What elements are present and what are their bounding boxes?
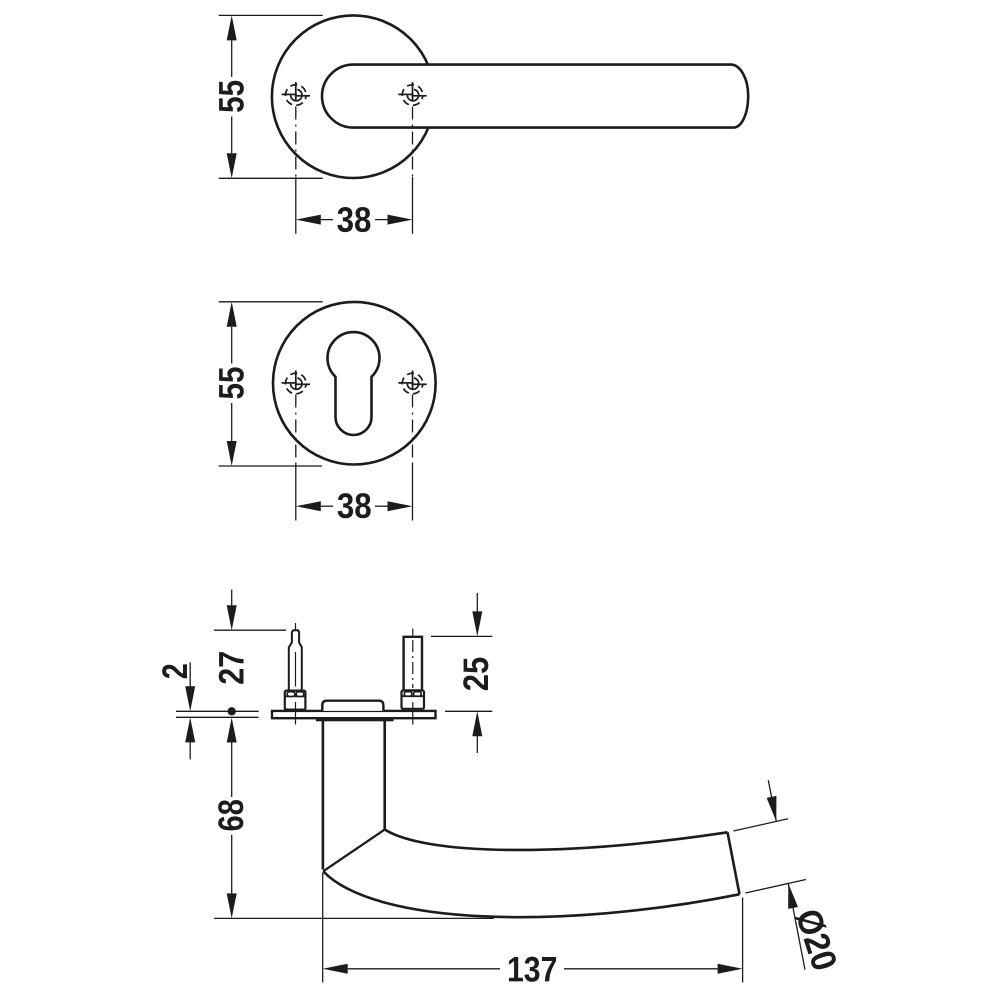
- svg-text:25: 25: [456, 657, 496, 692]
- svg-text:27: 27: [212, 651, 252, 685]
- svg-text:55: 55: [212, 80, 252, 113]
- svg-text:Ø20: Ø20: [788, 904, 845, 975]
- svg-text:68: 68: [211, 799, 251, 831]
- svg-text:38: 38: [337, 200, 372, 240]
- svg-text:55: 55: [212, 367, 252, 400]
- svg-text:137: 137: [507, 949, 557, 989]
- svg-text:38: 38: [337, 486, 372, 526]
- svg-text:2: 2: [155, 663, 195, 679]
